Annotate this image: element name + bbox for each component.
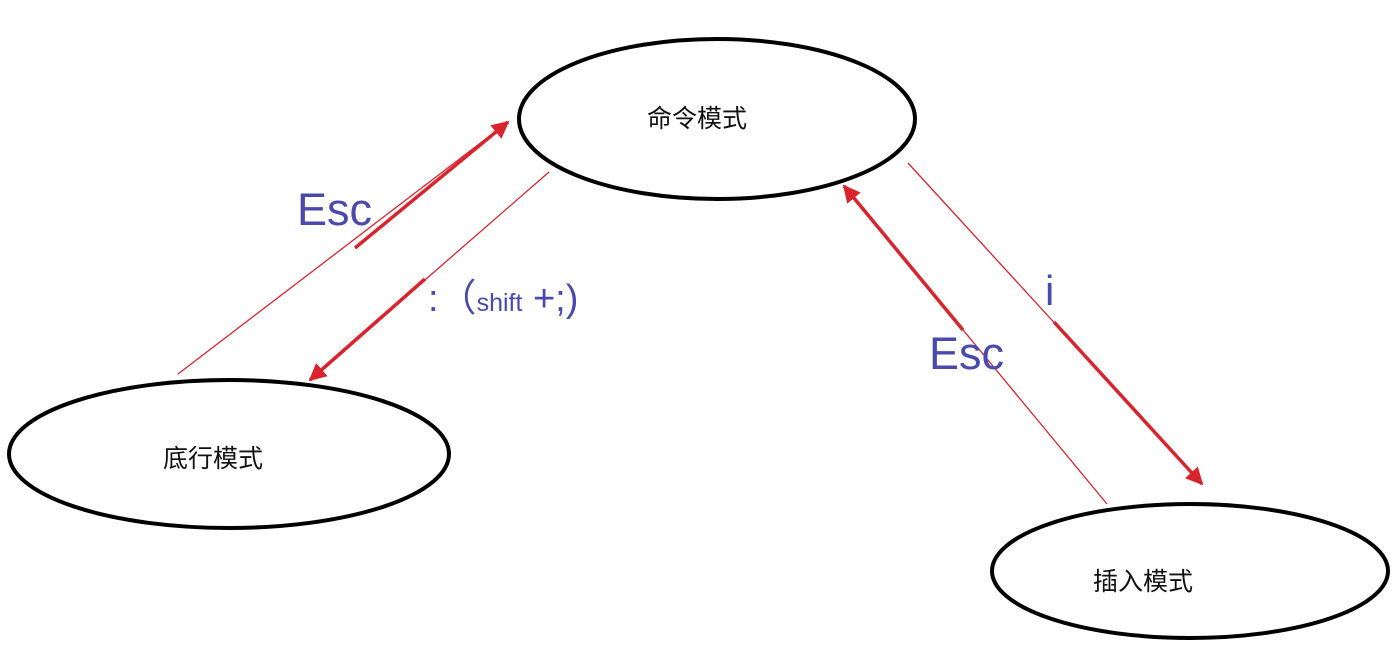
- node-insert-label: 插入模式: [1093, 567, 1193, 596]
- edge-command-to-bottom-label: :（shift +;): [428, 278, 578, 320]
- node-bottom-line-label: 底行模式: [163, 444, 263, 473]
- edge-bottom-to-command-arrow-bold: [353, 120, 510, 250]
- edge-insert-to-command-label: Esc: [929, 328, 1004, 379]
- edge-label-suffix: +;): [522, 278, 578, 320]
- node-bottom-line-mode: 底行模式: [7, 378, 451, 530]
- node-insert-mode: 插入模式: [990, 502, 1390, 640]
- edge-bottom-to-command-arrow: [177, 121, 509, 375]
- node-command-mode: 命令模式: [517, 37, 917, 201]
- edge-label-prefix: :（: [428, 278, 477, 320]
- edge-bottom-to-command-label: Esc: [297, 184, 372, 235]
- node-command-label: 命令模式: [647, 104, 747, 133]
- edge-command-to-insert-arrow-bold: [1052, 320, 1204, 486]
- edge-label-shift: shift: [477, 289, 523, 317]
- edge-command-to-bottom-arrow-bold: [308, 277, 427, 382]
- edge-insert-to-command-arrow-bold: [842, 184, 965, 332]
- edge-command-to-insert-label: i: [1045, 267, 1054, 314]
